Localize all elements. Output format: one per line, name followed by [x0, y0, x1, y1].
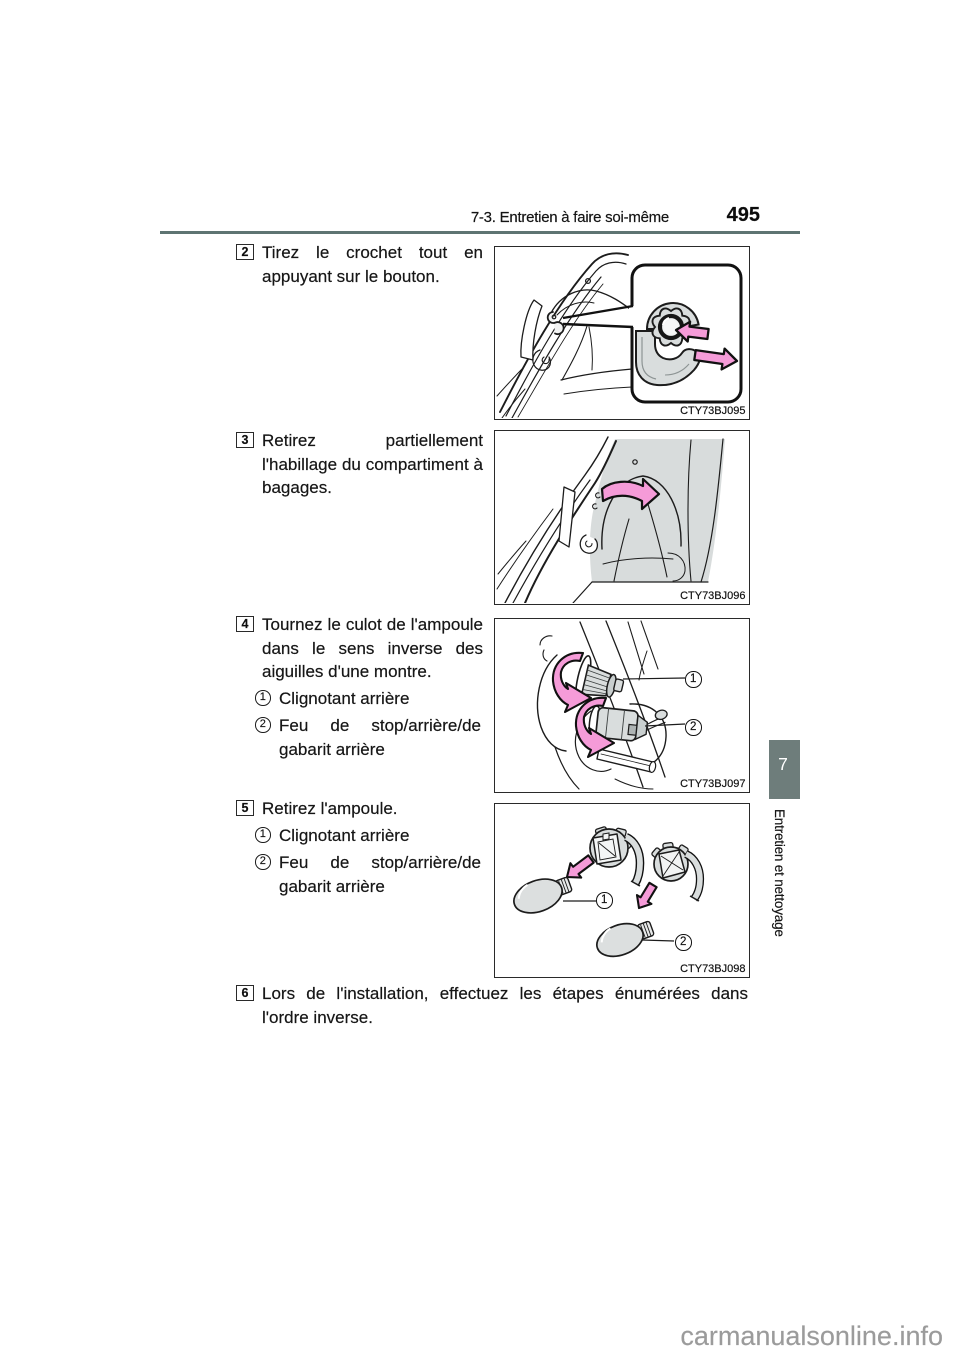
circled-number: 1: [255, 690, 271, 706]
step-number-box: 5: [236, 799, 254, 816]
bullet-item: 1 Clignotant arrière: [255, 687, 481, 711]
step-text-line: l'ordre inverse.: [262, 1007, 373, 1027]
bullet-text-line: Clignotant arrière: [279, 689, 410, 708]
figure-callout-number: 1: [685, 671, 702, 688]
bullet-text-line: gabarit arrière: [279, 739, 385, 759]
figure-bulb-removal: CTY73BJ098 1 2: [494, 803, 750, 978]
bullet-text-line: Feu de stop/arrière/de: [279, 853, 481, 872]
figure-callout-number: 2: [685, 719, 702, 736]
bullet-text-line: Feu de stop/arrière/de: [279, 716, 481, 735]
step-text-line: Retirez l'ampoule.: [262, 799, 398, 818]
step-number-box: 3: [236, 431, 254, 448]
chapter-number: 7: [778, 754, 788, 774]
bullet-text-line: gabarit arrière: [279, 876, 385, 896]
step-text-line: aiguilles d'une montre.: [262, 662, 432, 681]
step-number-box: 2: [236, 243, 254, 260]
circled-number: 2: [255, 854, 271, 870]
figure-caption: CTY73BJ097: [680, 777, 746, 790]
page-number: 495: [726, 204, 761, 226]
watermark-text: carmanualsonline.info: [680, 1321, 943, 1351]
step-text-line: Retirez partiellement: [262, 431, 483, 450]
circled-number: 1: [255, 827, 271, 843]
step-text-line: Tirez le crochet tout en: [262, 243, 483, 262]
step-text-line: Lors de l'installation, effectuez les ét…: [262, 984, 748, 1003]
step-text-line: bagages.: [262, 478, 332, 497]
figure-callout-number: 2: [675, 934, 692, 951]
step-number-box: 6: [236, 984, 254, 1001]
step-text-line: appuyant sur le bouton.: [262, 266, 440, 286]
step-number-box: 4: [236, 615, 254, 632]
figure-callout-number: 1: [596, 892, 613, 909]
figure-caption: CTY73BJ098: [680, 962, 746, 975]
bullet-item: 1 Clignotant arrière: [255, 824, 481, 848]
figure-caption: CTY73BJ096: [680, 589, 746, 602]
bullet-text-line: Clignotant arrière: [279, 826, 410, 845]
header-rule: [160, 231, 800, 234]
figure-trim-removal: CTY73BJ096: [494, 430, 750, 605]
socket-rotation-drawing: [536, 620, 686, 790]
step-2: 2 Tirez le crochet tout en appuyant sur le…: [236, 241, 483, 288]
step-text-line: l'habillage du compartiment à: [262, 454, 483, 474]
circled-number: 2: [255, 717, 271, 733]
bullet-item: 2 Feu de stop/arrière/de gabarit arrière: [255, 714, 481, 761]
bullet-item: 2 Feu de stop/arrière/de gabarit arrière: [255, 851, 481, 898]
step-6: 6 Lors de l'installation, effectuez les é…: [236, 982, 748, 1029]
step-4: 4 Tournez le culot de l'ampoule dans le se…: [236, 613, 483, 761]
section-header-title: 7-3. Entretien à faire soi-même: [470, 209, 670, 226]
step-text-line: dans le sens inverse des: [262, 638, 483, 658]
trim-removal-drawing: [496, 436, 725, 603]
step-text-line: Tournez le culot de l'ampoule: [262, 615, 483, 634]
hook-detail-drawing: [496, 252, 743, 418]
figure-caption: CTY73BJ095: [680, 404, 746, 417]
chapter-tab: 7: [769, 740, 800, 799]
chapter-title-vertical: Entretien et nettoyage: [772, 809, 787, 937]
step-3: 3 Retirez partiellement l'habillage du com…: [236, 429, 483, 500]
figure-hook-detail: CTY73BJ095: [494, 246, 750, 420]
figure-bulb-socket-rotation: CTY73BJ097 1 2: [494, 618, 750, 793]
bulb-removal-drawing: [513, 826, 705, 958]
